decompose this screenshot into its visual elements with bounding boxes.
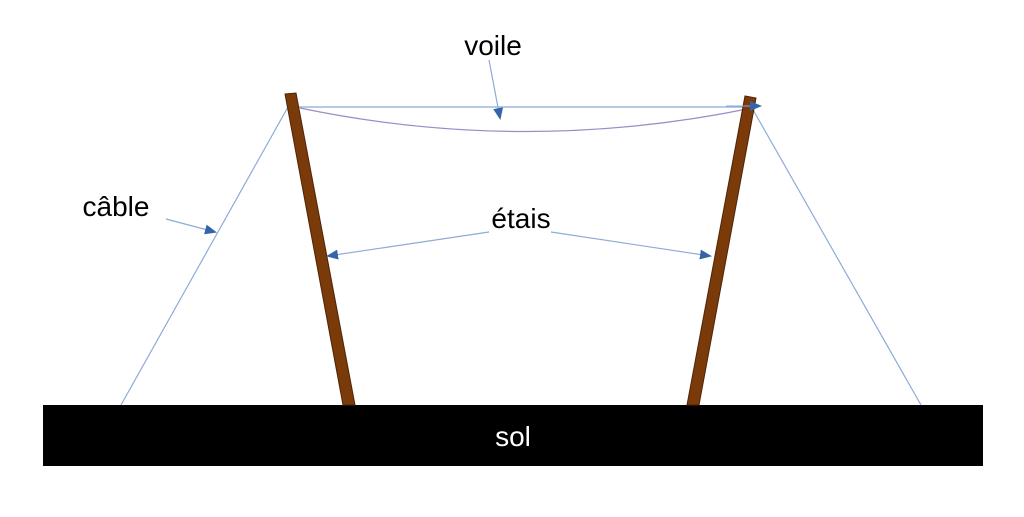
struts-left-arrow: [326, 231, 490, 260]
ground-bar: [43, 405, 983, 466]
left-cable: [120, 106, 289, 406]
ground-label: sol: [495, 421, 531, 452]
struts-label: étais: [491, 203, 550, 234]
sail-curve: [299, 107, 753, 133]
sail-label: voile: [464, 30, 522, 61]
cable-label: câble: [83, 191, 150, 222]
right-cable: [751, 107, 922, 406]
struts-right-arrow: [550, 231, 712, 260]
sail-pointer-arrow: [488, 59, 504, 120]
left-pole: [284, 92, 356, 406]
cable-pointer-arrow: [165, 218, 217, 235]
right-pole: [686, 95, 757, 406]
